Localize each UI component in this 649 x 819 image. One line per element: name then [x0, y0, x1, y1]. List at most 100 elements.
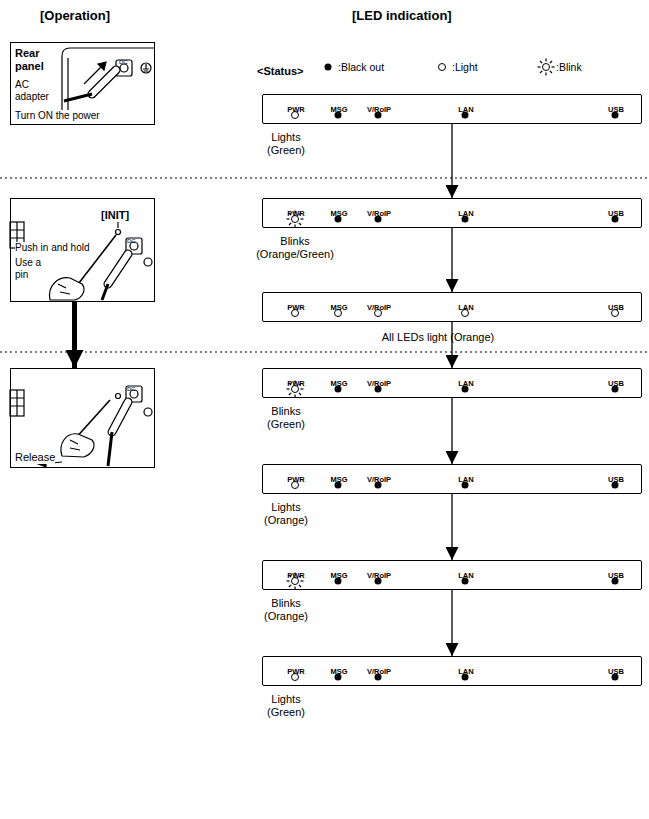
blink-ray [287, 580, 290, 581]
led-name-holder: MSG [319, 660, 359, 678]
led-name-holder: USB [596, 202, 636, 220]
led-row [262, 94, 642, 124]
led-name-holder: MSG [319, 564, 359, 582]
led-name-holder: LAN [446, 660, 486, 678]
jack-label: DC [119, 59, 128, 66]
led-name-holder: PWR [276, 202, 316, 220]
led-panel: PWRMSGV/RoIPLANUSBBlinks (Orange/Green) [262, 198, 642, 228]
blink-ray [287, 218, 290, 219]
led-row [262, 464, 642, 494]
status-label: Lights (Orange) [255, 501, 317, 527]
heading-label: <Status> [257, 65, 303, 78]
led-name-holder: LAN [446, 468, 486, 486]
status-label-holder: Lights (Green) [255, 693, 317, 720]
blink-ray [289, 223, 291, 225]
led-name-holder: PWR [276, 468, 316, 486]
led-name-holder: V/RoIP [359, 660, 399, 678]
led-name: LAN [458, 209, 473, 218]
blink-ray [301, 218, 304, 219]
led-name-holder: LAN [446, 296, 486, 314]
legend-text: :Black out [338, 61, 384, 74]
label-holder: [LED indication] [352, 6, 452, 24]
led-name: PWR [287, 571, 305, 580]
led-name: MSG [330, 571, 347, 580]
legend-text: :Blink [556, 61, 582, 74]
led-name: LAN [458, 667, 473, 676]
separator-lines [0, 178, 649, 352]
drawing-stroke [0, 177, 649, 178]
drawing-stroke [61, 434, 94, 457]
blink-ray [289, 393, 291, 395]
legend-item: :Black out [318, 57, 384, 77]
status-label-holder: Lights (Orange) [255, 501, 317, 528]
jack-label: DC [127, 386, 136, 393]
led-name: USB [608, 667, 624, 676]
blink-ray [550, 61, 552, 63]
led-name-holder: MSG [319, 468, 359, 486]
led-name: USB [608, 209, 624, 218]
blink-ray [294, 395, 295, 398]
led-name-holder: MSG [319, 98, 359, 116]
drawing-stroke [108, 254, 128, 284]
led-name-holder: USB [596, 564, 636, 582]
led-name: MSG [330, 105, 347, 114]
led-name-holder: USB [596, 296, 636, 314]
led-name-holder: USB [596, 660, 636, 678]
led-row [262, 656, 642, 686]
legend-item: :Light [432, 57, 478, 77]
status-label: Lights (Green) [255, 693, 317, 719]
led-name: PWR [287, 303, 305, 312]
led-name: LAN [458, 379, 473, 388]
led-off [325, 64, 332, 71]
flow-arrow [451, 322, 452, 368]
operation-label-holder: Turn ON the power [15, 105, 100, 123]
flow-arrow [451, 590, 452, 656]
led-name: PWR [287, 379, 305, 388]
blink-ray [540, 61, 542, 63]
blink-ray [550, 71, 552, 73]
operation-label: [INIT] [101, 209, 129, 222]
operation-label-holder: AC adapter [15, 79, 59, 104]
led-name: PWR [287, 105, 305, 114]
led-name: LAN [458, 303, 473, 312]
led-name: V/RoIP [367, 209, 391, 218]
led-name-holder: V/RoIP [359, 202, 399, 220]
drawing-stroke [10, 390, 24, 416]
led-name: LAN [458, 105, 473, 114]
drawing-stroke [143, 64, 149, 71]
init-drawing [10, 219, 152, 300]
led-blink [543, 64, 550, 71]
drawing-stroke [98, 62, 106, 70]
label-holder: [Operation] [40, 6, 110, 24]
led-name: USB [608, 303, 624, 312]
led-name: PWR [287, 475, 305, 484]
operation-label-holder: [INIT] [101, 205, 129, 223]
led-name: MSG [330, 303, 347, 312]
led-name-holder: MSG [319, 372, 359, 390]
led-name-holder: LAN [446, 98, 486, 116]
blink-ray [289, 585, 291, 587]
operation-box: [INIT]Push in and holdUse a pin [10, 198, 155, 302]
operation-label: AC adapter [15, 79, 59, 103]
operation-label: Push in and hold [15, 242, 90, 254]
led-row [262, 368, 642, 398]
operation-label-holder: Rear panel [15, 47, 57, 74]
drawing-stroke [108, 432, 112, 466]
led-name-holder: PWR [276, 372, 316, 390]
blink-ray [299, 393, 301, 395]
release-drawing [10, 386, 152, 467]
led-name-holder: V/RoIP [359, 98, 399, 116]
led-name: V/RoIP [367, 667, 391, 676]
led-name-holder: PWR [276, 296, 316, 314]
legend-symbol [318, 57, 338, 77]
drawing-stroke [92, 70, 116, 94]
flow-arrow [451, 494, 452, 560]
drawing-stroke [70, 440, 80, 450]
drawing-stroke [112, 402, 128, 432]
blink-ray [540, 71, 542, 73]
led-name-holder: LAN [446, 372, 486, 390]
label-holder: DC [127, 377, 136, 395]
led-panel: PWRMSGV/RoIPLANUSBLights (Green) [262, 94, 642, 124]
label-holder: <Status> [257, 61, 303, 79]
